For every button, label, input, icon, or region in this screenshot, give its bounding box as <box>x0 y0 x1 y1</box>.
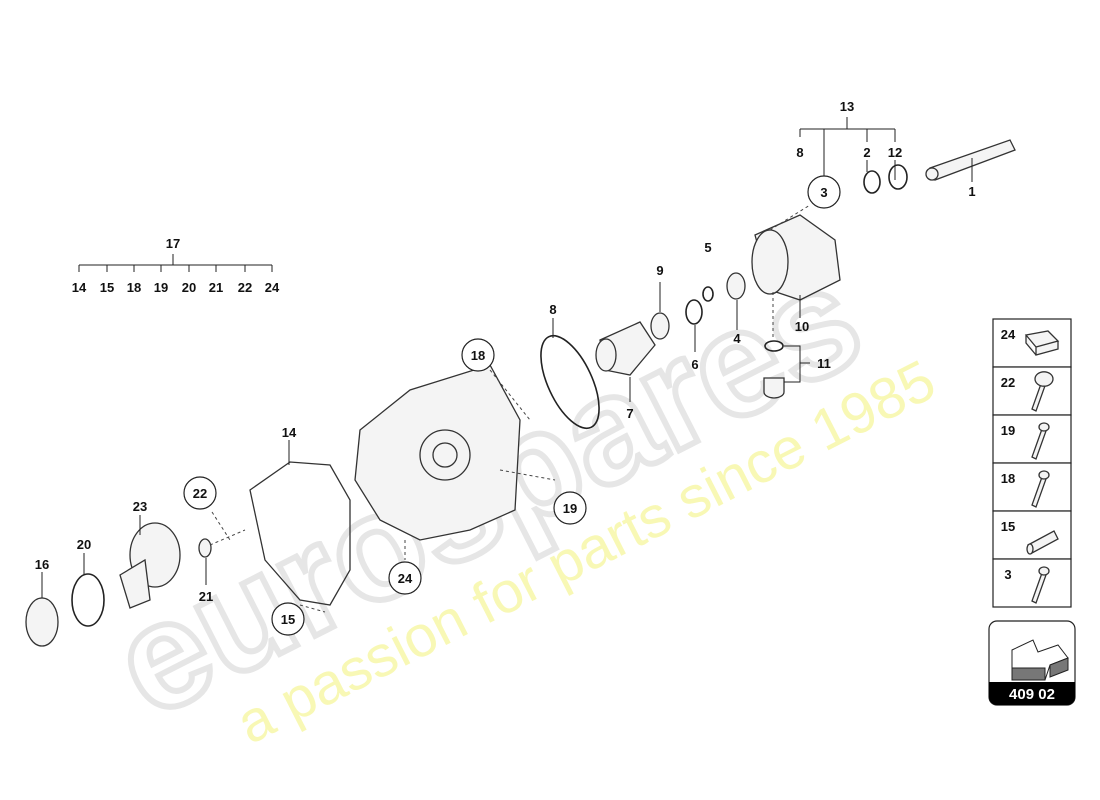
part-label: 14 <box>282 425 297 440</box>
part-label: 24 <box>398 571 413 586</box>
part-5-circlip <box>702 286 714 302</box>
transmission-housing <box>354 364 556 560</box>
label-12: 12 <box>888 145 902 160</box>
part-label: 9 <box>656 263 663 278</box>
bolt-icon <box>1031 470 1050 508</box>
part-label: 18 <box>471 348 485 363</box>
label-2: 2 <box>863 145 870 160</box>
part-14-gasket <box>249 440 351 613</box>
part-label: 20 <box>77 537 91 552</box>
callout-15 <box>271 602 305 636</box>
legend-item <box>992 462 1072 512</box>
legend-number: 3 <box>1004 567 1011 582</box>
part-9-bearing <box>650 312 670 340</box>
page-reference-button[interactable]: 409 02 <box>988 620 1076 706</box>
callout-19 <box>553 491 587 525</box>
legend-item <box>992 414 1072 464</box>
label-17-member: 21 <box>209 280 223 295</box>
part-label: 8 <box>549 302 556 317</box>
part-8-oring <box>540 334 600 430</box>
part-label: 15 <box>281 612 295 627</box>
legend-number: 22 <box>1001 375 1015 390</box>
part-label: 19 <box>563 501 577 516</box>
label-17-member: 15 <box>100 280 114 295</box>
callout-22 <box>183 476 217 510</box>
part-21-washer <box>198 538 212 558</box>
label-17-member: 18 <box>127 280 141 295</box>
dowel-sleeve-icon <box>1026 530 1059 555</box>
part-label: 6 <box>691 357 698 372</box>
part-7-differential <box>595 321 656 402</box>
legend-number: 19 <box>1001 423 1015 438</box>
group-13-bracket: 13 8 2 12 <box>796 99 902 180</box>
callout-3 <box>807 175 841 209</box>
part-label: 16 <box>35 557 49 572</box>
part-label: 23 <box>133 499 147 514</box>
part-12-ring <box>888 164 908 190</box>
part-label: 22 <box>193 486 207 501</box>
part-4-seal <box>726 272 746 300</box>
label-17-member: 22 <box>238 280 252 295</box>
legend-number: 24 <box>1001 327 1016 342</box>
block-icon <box>1024 330 1060 356</box>
label-17-member: 19 <box>154 280 168 295</box>
part-label: 10 <box>795 319 809 334</box>
part-23-gear <box>119 515 181 609</box>
page-reference-number: 409 02 <box>1009 686 1055 703</box>
bolt-icon <box>1031 422 1050 460</box>
part-20-ring <box>71 573 105 627</box>
legend-item <box>992 558 1072 608</box>
label-17-member: 14 <box>72 280 87 295</box>
legend-number: 15 <box>1001 519 1015 534</box>
part-label: 7 <box>626 406 633 421</box>
label-17-member: 24 <box>265 280 280 295</box>
part-label: 3 <box>820 185 827 200</box>
part-label: 1 <box>968 184 975 199</box>
label-17: 17 <box>166 236 180 251</box>
legend-item <box>992 366 1072 416</box>
part-label: 11 <box>817 356 831 371</box>
callout-18 <box>461 338 495 372</box>
callout-24 <box>388 561 422 595</box>
label-13: 13 <box>840 99 854 114</box>
part-16-seal <box>25 597 59 647</box>
part-11-plug <box>763 377 785 399</box>
bolt-icon <box>1031 566 1050 604</box>
part-label: 21 <box>199 589 213 604</box>
part-10-housing <box>751 204 841 340</box>
fastener-legend: 24 22 19 18 15 3 <box>992 318 1072 608</box>
part-11-ring <box>764 340 784 352</box>
part-label: 5 <box>704 240 711 255</box>
flange-bolt-icon <box>1031 371 1054 412</box>
part-2-ring <box>863 170 881 194</box>
watermark: eurospares a passion for parts since 198… <box>85 229 945 757</box>
group-17-bracket: 17 14 15 18 19 20 21 22 24 <box>72 236 280 295</box>
part-label: 4 <box>733 331 741 346</box>
label-8-top: 8 <box>796 145 803 160</box>
part-6-circlip <box>685 299 703 325</box>
legend-number: 18 <box>1001 471 1015 486</box>
label-17-member: 20 <box>182 280 196 295</box>
part-1-shaft <box>925 139 1016 182</box>
